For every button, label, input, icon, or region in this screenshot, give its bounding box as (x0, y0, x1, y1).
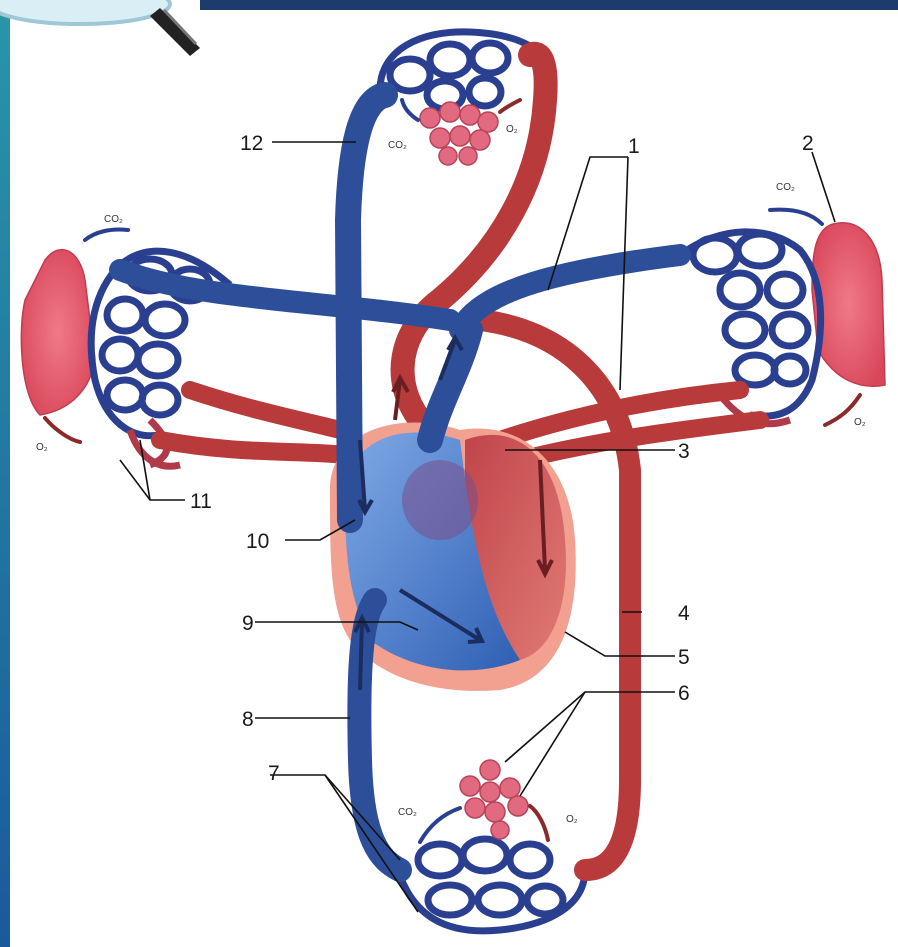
top-o2-label: O₂ (506, 124, 518, 135)
label-5: 5 (678, 646, 690, 669)
label-8: 8 (242, 708, 254, 731)
magnifier-icon (0, 0, 200, 56)
left-pulmonary-vein-lower (160, 440, 345, 455)
top-frame-bar (200, 0, 898, 10)
label-12: 12 (240, 132, 263, 155)
label-6: 6 (678, 682, 690, 705)
label-3: 3 (678, 440, 690, 463)
label-10: 10 (246, 530, 269, 553)
label-7: 7 (268, 762, 280, 785)
label-11: 11 (190, 490, 212, 513)
left-lung (21, 250, 95, 415)
bottom-cell-cluster (460, 760, 528, 839)
left-co2-label: CO₂ (104, 214, 123, 225)
right-o2-label: O₂ (854, 417, 866, 428)
bottom-capillary-network (395, 839, 585, 931)
left-frame-bar (0, 0, 10, 947)
left-pulmonary-artery (120, 270, 450, 320)
top-capillary-network (380, 32, 552, 109)
left-o2-label: O₂ (36, 442, 48, 453)
label-9: 9 (242, 612, 254, 635)
label-2: 2 (802, 132, 814, 155)
top-cell-cluster (420, 102, 498, 165)
top-co2-label: CO₂ (388, 140, 407, 151)
right-co2-label: CO₂ (776, 182, 795, 193)
label-4: 4 (678, 602, 690, 625)
bottom-o2-label: O₂ (566, 814, 578, 825)
bottom-co2-label: CO₂ (398, 807, 417, 818)
septum-region (402, 460, 478, 540)
left-pulmonary-vein-upper (190, 390, 340, 430)
label-1: 1 (628, 135, 640, 158)
